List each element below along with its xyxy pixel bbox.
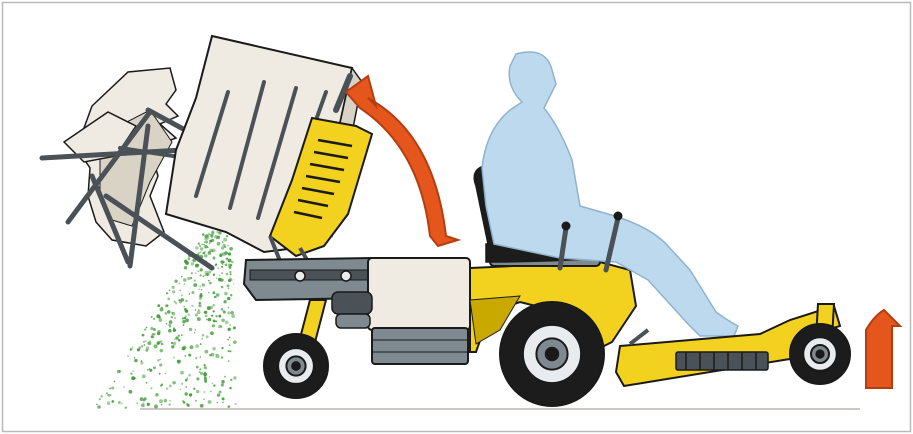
front-deck-wheel: [790, 304, 850, 384]
upward-arrow-icon: [866, 310, 900, 388]
drive-wheel: [500, 302, 604, 406]
rear-caster-wheel: [264, 300, 328, 398]
grass-clippings: [96, 230, 237, 408]
